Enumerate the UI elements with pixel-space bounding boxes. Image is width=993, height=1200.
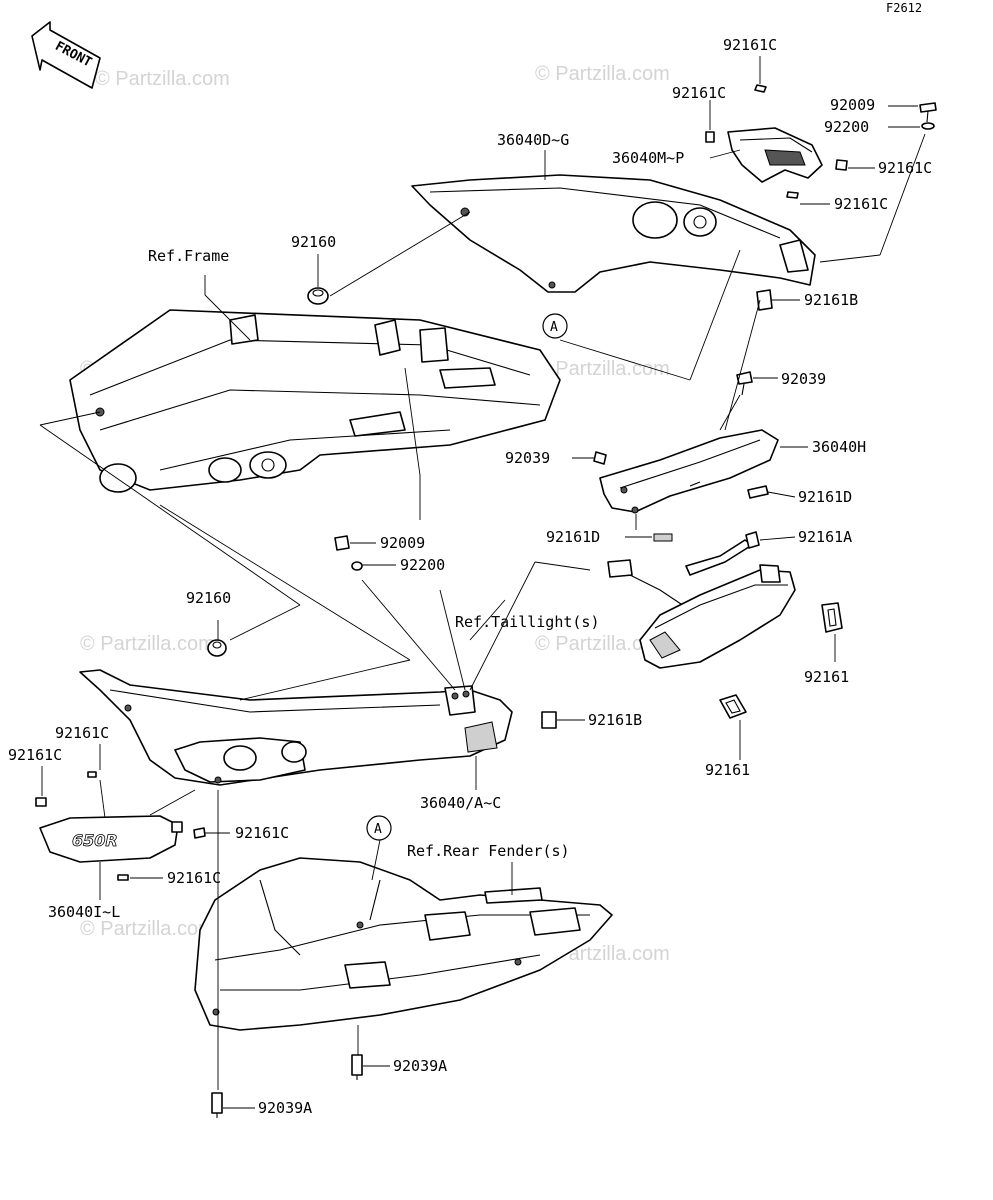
- figure-code: F2612: [886, 1, 922, 15]
- leader-lines: [39, 56, 926, 1109]
- part-label: Ref.Frame: [148, 247, 229, 265]
- part-label: 92161C: [834, 195, 888, 213]
- washer-92200-mid: [351, 561, 363, 571]
- bolt-92009-top: [919, 102, 937, 123]
- part-label: 92039: [505, 449, 550, 467]
- part-label: 92161A: [798, 528, 852, 546]
- pad-92161d: [747, 485, 769, 499]
- part-label: 92009: [380, 534, 425, 552]
- part-label: 92161C: [672, 84, 726, 102]
- lens-pad-92161: [821, 602, 843, 633]
- watermark: © Partzilla.com: [80, 918, 215, 940]
- tail-center-cover-part: [727, 127, 823, 183]
- harness-strip-92161a: [685, 531, 760, 576]
- part-label: 92161C: [167, 869, 221, 887]
- part-label: 92161: [705, 761, 750, 779]
- tail-lower-cover-36040h: [599, 429, 779, 514]
- pad-92161c: [193, 827, 206, 839]
- pad-92161c: [117, 874, 129, 881]
- part-label: 36040H: [812, 438, 866, 456]
- watermark: © Partzilla.com: [95, 68, 230, 90]
- clip-92039-mid: [593, 451, 607, 465]
- part-label: Ref.Rear Fender(s): [407, 842, 570, 860]
- part-label: 92160: [291, 233, 336, 251]
- clip-92039a: [211, 1092, 223, 1118]
- pad-92161c: [754, 84, 767, 93]
- rear-fender-part: [194, 857, 613, 1031]
- pad-92161d: [653, 533, 673, 542]
- part-label: 92009: [830, 96, 875, 114]
- pad-92161c: [87, 771, 97, 778]
- pad-92161b: [541, 711, 557, 729]
- watermark: © Partzilla.com: [535, 63, 670, 85]
- part-label: 92161C: [235, 824, 289, 842]
- badge-text: 650R: [72, 831, 118, 850]
- lens-pad-92161: [719, 694, 747, 719]
- part-label: 92161D: [798, 488, 852, 506]
- side-cover-36040-a-c: [79, 669, 513, 786]
- taillight-part: [607, 559, 796, 669]
- front-arrow-icon: FRONT: [31, 21, 101, 89]
- part-labels: 92161C 92161C 92009 92200 36040D~G 36040…: [8, 36, 932, 1117]
- callout-a-bottom: A: [366, 815, 392, 841]
- part-label: 92039: [781, 370, 826, 388]
- svg-text:A: A: [550, 320, 558, 335]
- part-label: 92039A: [258, 1099, 312, 1117]
- part-label: 92161B: [588, 711, 642, 729]
- part-label: 36040/A~C: [420, 794, 501, 812]
- pad-92161c: [35, 797, 47, 807]
- washer-92200-top: [921, 122, 935, 130]
- part-label: 92161B: [804, 291, 858, 309]
- part-label: 36040I~L: [48, 903, 120, 921]
- part-label: Ref.Taillight(s): [455, 613, 600, 631]
- clip-92039a: [351, 1054, 363, 1080]
- grommet-92160-mid: [207, 639, 227, 657]
- part-label: 92200: [400, 556, 445, 574]
- watermark: © Partzilla.com: [535, 633, 670, 655]
- part-label: 92161C: [55, 724, 109, 742]
- part-label: 36040M~P: [612, 149, 684, 167]
- part-label: 36040D~G: [497, 131, 569, 149]
- part-label: 92200: [824, 118, 869, 136]
- pad-92161c: [786, 191, 799, 199]
- part-label: 92161C: [723, 36, 777, 54]
- part-label: 92039A: [393, 1057, 447, 1075]
- upper-seat-cowl-part: [411, 174, 816, 293]
- badge-36040i-l: 650R: [39, 815, 183, 863]
- part-label: 92161C: [878, 159, 932, 177]
- part-label: 92160: [186, 589, 231, 607]
- pad-92161c: [835, 159, 848, 171]
- pad-92161c: [705, 131, 715, 143]
- part-label: 92161D: [546, 528, 600, 546]
- pad-92161b: [756, 289, 773, 311]
- grommet-92160-top: [307, 287, 329, 305]
- svg-text:A: A: [374, 822, 382, 837]
- watermark: © Partzilla.com: [80, 633, 215, 655]
- callout-a-top: A: [542, 313, 568, 339]
- part-label: 92161: [804, 668, 849, 686]
- rear-frame-part: [69, 309, 561, 493]
- part-label: 92161C: [8, 746, 62, 764]
- bolt-92009-mid: [334, 535, 350, 551]
